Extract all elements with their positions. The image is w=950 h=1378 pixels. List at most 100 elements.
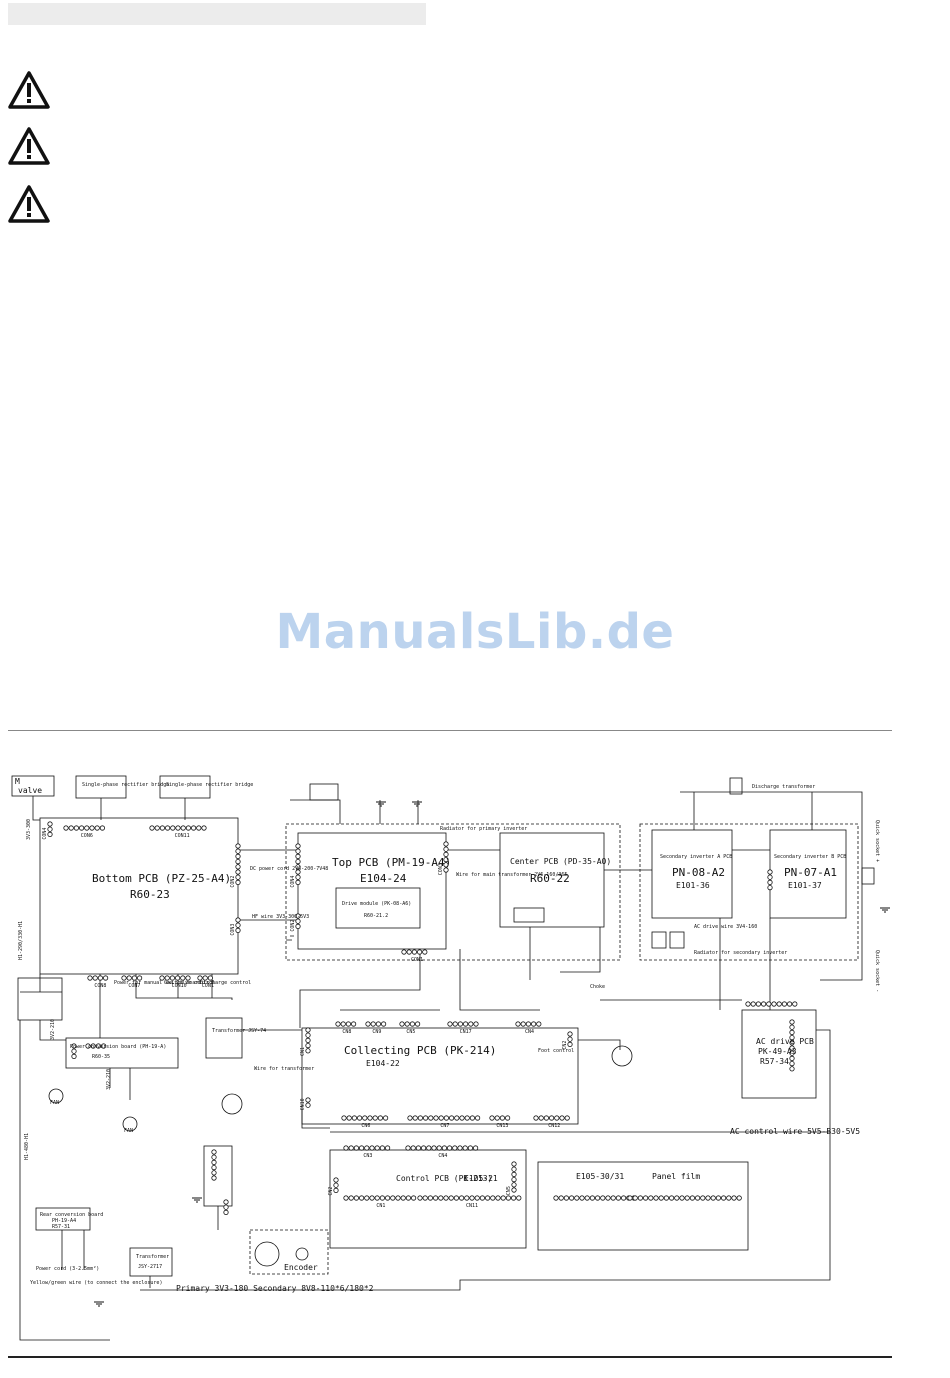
- connector-pin: [417, 1115, 423, 1121]
- connector-label: CN4: [525, 1029, 534, 1035]
- connector-pin: [720, 1195, 727, 1201]
- connector-pin: [358, 1145, 365, 1151]
- connector-pin: [235, 859, 241, 865]
- connector-pin: [584, 1195, 590, 1201]
- connector-label: CN2: [562, 1041, 568, 1050]
- connector-pin: [99, 825, 106, 831]
- connector-pin: [420, 1145, 427, 1151]
- connector-pin: [305, 1102, 311, 1108]
- connector-pin: [767, 885, 773, 891]
- connector-pin: [750, 1001, 756, 1007]
- connector-pin: [610, 1195, 616, 1201]
- connector-pin: [305, 1042, 311, 1049]
- connector-pin: [786, 1001, 793, 1007]
- connector-pin: [350, 1021, 357, 1027]
- dc-power-cord-label: DC power cord 2V6-200-7V48: [250, 866, 328, 872]
- control-pcb-code: E105-21: [464, 1174, 498, 1183]
- rectifier-2-label: Single-phase rectifier bridge: [166, 782, 253, 788]
- connector-pin: [620, 1195, 627, 1201]
- connector-label: CON1: [411, 957, 423, 963]
- connector-pin: [510, 1195, 517, 1201]
- wire-transformer-label: Wire for transformer: [254, 1066, 314, 1072]
- hf-wire-label: HF wire 3V3-300-5V3: [252, 914, 309, 920]
- connector-pin: [443, 846, 449, 852]
- connector-pin: [415, 1145, 421, 1151]
- top-pcb-box: [297, 832, 447, 950]
- warning-triangle-icon: [8, 71, 50, 109]
- connector-label: CN10: [300, 1098, 306, 1110]
- connector-pin: [375, 1021, 381, 1027]
- connector-pin: [364, 1145, 370, 1151]
- connector-pin: [520, 1021, 526, 1027]
- connector-pin: [694, 1195, 701, 1201]
- discharge-control-label: Discharge control: [200, 980, 251, 986]
- connector-pin: [490, 1195, 496, 1201]
- connector-pin: [295, 843, 301, 849]
- connector-pin: [395, 1195, 401, 1201]
- connector-pin: [85, 1043, 91, 1049]
- connector-pin: [792, 1001, 798, 1007]
- connector-pin: [715, 1195, 722, 1201]
- connector-pin: [94, 825, 100, 831]
- connector-pin: [726, 1195, 732, 1201]
- connector-label: CON3: [438, 863, 444, 875]
- encoder-label: Encoder: [284, 1263, 318, 1272]
- connector-pin: [348, 1195, 354, 1201]
- connector-pin: [469, 1115, 475, 1121]
- connector-pin: [97, 975, 104, 981]
- connector-pin: [663, 1195, 670, 1201]
- power-conversion-title: Power conversion board (PH-19-A): [70, 1044, 166, 1050]
- ac-drive-code1: PK-49-A3: [758, 1047, 797, 1056]
- top-pcb-code: E104-24: [360, 872, 407, 885]
- secondary-a-code1: PN-08-A2: [672, 866, 725, 879]
- panel-code: E105-30/31: [576, 1172, 624, 1181]
- ac-control-wire-label: AC control wire 5V5-B30-5V5: [730, 1127, 860, 1136]
- radiator-secondary-label: Radiator for secondary inverter: [694, 950, 787, 956]
- connector-pin: [789, 1024, 795, 1030]
- connector-pin: [92, 975, 98, 981]
- connector-pin: [154, 825, 160, 831]
- top-pcb-title: Top PCB (PM-19-A4): [332, 856, 451, 869]
- power-conversion-code: R60-35: [92, 1054, 110, 1060]
- connector-pin: [235, 927, 241, 933]
- ac-drive-title: AC drive PCB: [756, 1037, 814, 1046]
- connector-pin: [558, 1195, 564, 1201]
- connector-pin: [235, 843, 241, 849]
- connector-pin: [159, 825, 165, 831]
- connector-pin: [443, 1195, 449, 1201]
- connector-label: CN9: [372, 1029, 381, 1035]
- connector-pin: [433, 1115, 439, 1121]
- connector-pin: [295, 864, 301, 870]
- connector-pin: [457, 1021, 463, 1027]
- connector-label: CN12: [548, 1123, 560, 1129]
- connector-pin: [789, 1045, 795, 1051]
- radiator-primary-label: Radiator for primary inverter: [440, 826, 527, 832]
- drive-module-code: R60-21.2: [364, 913, 388, 919]
- connector-pin: [436, 1145, 442, 1151]
- connector-pin: [414, 1021, 421, 1027]
- connector-pin: [73, 825, 80, 831]
- connector-pin: [235, 869, 241, 875]
- connector-pin: [469, 1195, 475, 1201]
- connector-pin: [632, 1195, 638, 1201]
- rear-conversion-title: Rear conversion board: [40, 1212, 103, 1218]
- connector-pin: [341, 1115, 347, 1121]
- connector-pin: [169, 975, 175, 981]
- connector-pin: [101, 1043, 107, 1049]
- connector-pin: [164, 975, 170, 981]
- connector-pin: [191, 825, 197, 831]
- connector-pin: [766, 1001, 772, 1007]
- connector-pin: [343, 1195, 349, 1201]
- connector-pin: [454, 1115, 460, 1121]
- connector-pin: [495, 1195, 501, 1201]
- connector-pin: [149, 825, 155, 831]
- connector-pin: [126, 975, 132, 981]
- watermark: ManualsLib.de: [275, 604, 675, 660]
- foot-control-label: Foot control: [538, 1048, 574, 1054]
- connector-pin: [443, 851, 449, 858]
- connector-pin: [464, 1195, 470, 1201]
- connector-pin: [165, 825, 171, 831]
- connector-pin: [668, 1195, 675, 1201]
- connector-pin: [760, 1001, 767, 1007]
